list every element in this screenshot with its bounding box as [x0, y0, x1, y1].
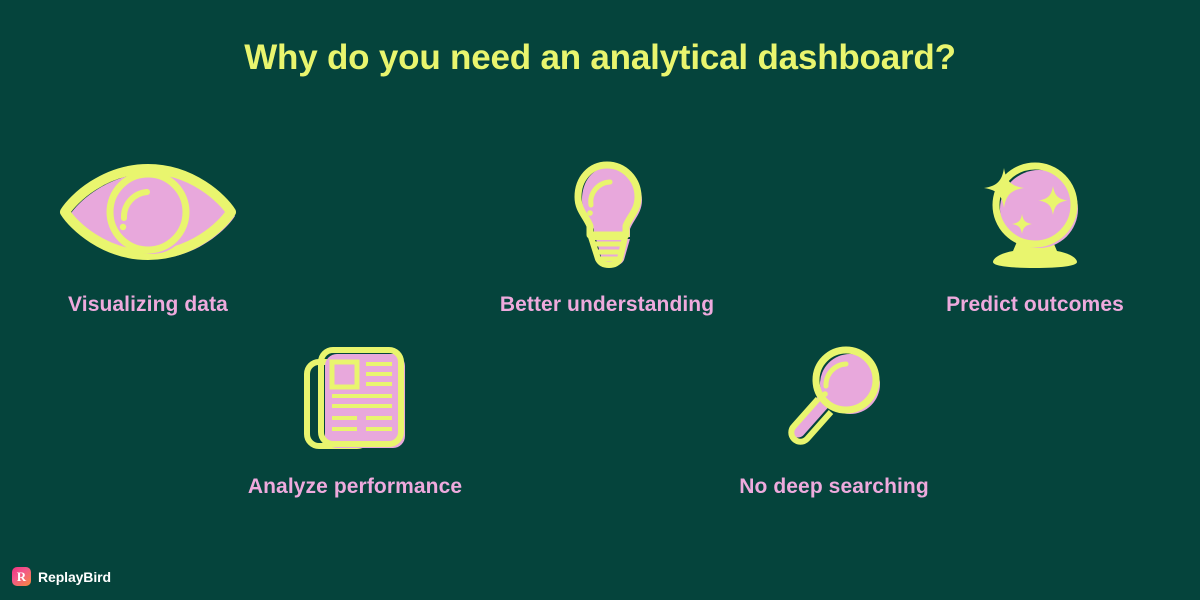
page-title: Why do you need an analytical dashboard?: [244, 38, 956, 77]
item-visualizing-data: Visualizing data: [28, 155, 268, 317]
replaybird-logo-mark: R: [12, 567, 31, 586]
lightbulb-icon: [574, 161, 642, 268]
item-label-no-deep-searching: No deep searching: [739, 475, 929, 498]
item-label-better-understanding: Better understanding: [499, 293, 715, 316]
item-better-understanding: Better understanding: [487, 155, 727, 317]
item-label-visualizing-data: Visualizing data: [68, 293, 228, 316]
item-label-analyze-performance: Analyze performance: [247, 475, 463, 498]
replaybird-logo[interactable]: R ReplayBird: [12, 567, 111, 586]
newspaper-icon: [304, 346, 405, 449]
replaybird-logo-text: ReplayBird: [38, 568, 111, 585]
eye-icon-wrapper: [28, 155, 268, 275]
item-label-predict-outcomes: Predict outcomes: [946, 293, 1124, 316]
item-analyze-performance: Analyze performance: [235, 337, 475, 499]
newspaper-icon-wrapper: [235, 337, 475, 457]
crystal-ball-icon: [984, 162, 1078, 268]
magnifier-icon: [788, 346, 880, 445]
crystal-ball-icon-wrapper: [915, 155, 1155, 275]
eye-icon: [60, 164, 236, 260]
item-no-deep-searching: No deep searching: [714, 337, 954, 499]
item-predict-outcomes: Predict outcomes: [915, 155, 1155, 317]
lightbulb-icon-wrapper: [487, 155, 727, 275]
magnifier-icon-wrapper: [714, 337, 954, 457]
